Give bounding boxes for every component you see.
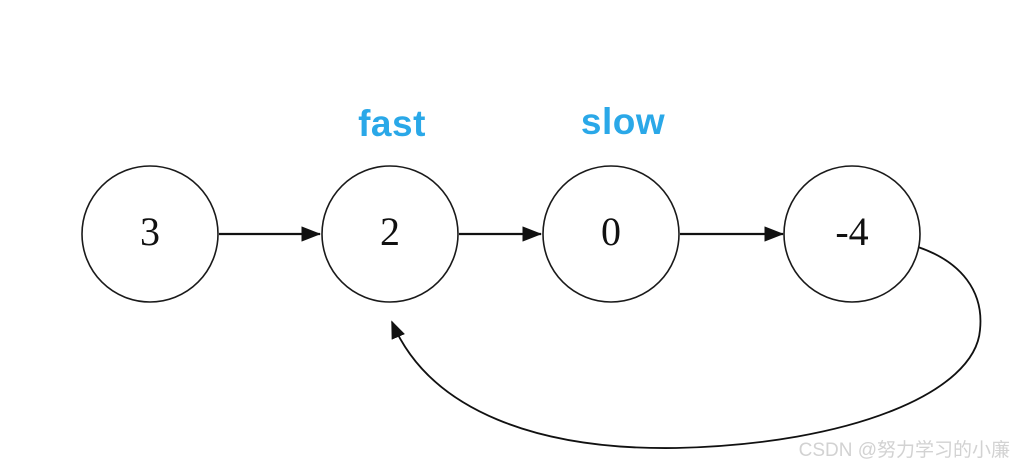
node-value: 0: [601, 209, 621, 254]
node-circle: [542, 165, 680, 303]
node-value: 3: [140, 209, 160, 254]
watermark: CSDN @努力学习的小廉: [798, 440, 1010, 461]
edge-cycle-node-4-to-node2: [391, 246, 982, 449]
node-minus-4[interactable]: -4: [783, 165, 921, 303]
node-circle: [321, 165, 459, 303]
node-3[interactable]: 3: [81, 165, 219, 303]
pointer-label-slow: slow: [580, 101, 666, 142]
pointer-label-fast: fast: [358, 103, 426, 144]
node-0[interactable]: 0: [542, 165, 680, 303]
node-value: 2: [380, 209, 400, 254]
node-value: -4: [835, 209, 868, 254]
node-circle: [783, 165, 921, 303]
node-circle: [81, 165, 219, 303]
node-2[interactable]: 2: [321, 165, 459, 303]
